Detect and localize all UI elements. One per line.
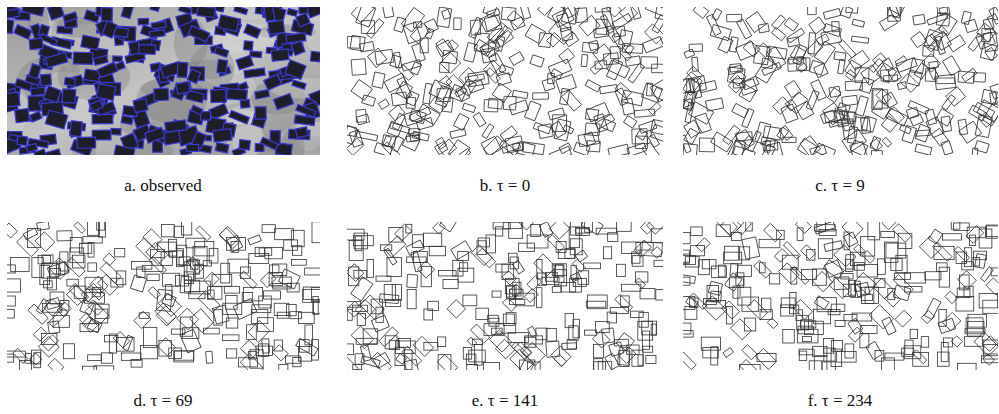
rectangle-sample xyxy=(347,222,663,370)
panel-caption: f. τ = 234 xyxy=(806,391,875,411)
rectangle-sample xyxy=(683,7,998,155)
observed-image xyxy=(7,7,320,155)
panel-caption: c. τ = 9 xyxy=(813,176,866,196)
rectangle-sample xyxy=(683,222,998,370)
panel-caption: a. observed xyxy=(122,176,203,196)
panel-caption: e. τ = 141 xyxy=(470,391,540,411)
rectangle-sample xyxy=(347,7,663,155)
panel-caption: d. τ = 69 xyxy=(132,391,195,411)
panel-caption: b. τ = 0 xyxy=(478,176,532,196)
rectangle-sample xyxy=(7,222,320,370)
